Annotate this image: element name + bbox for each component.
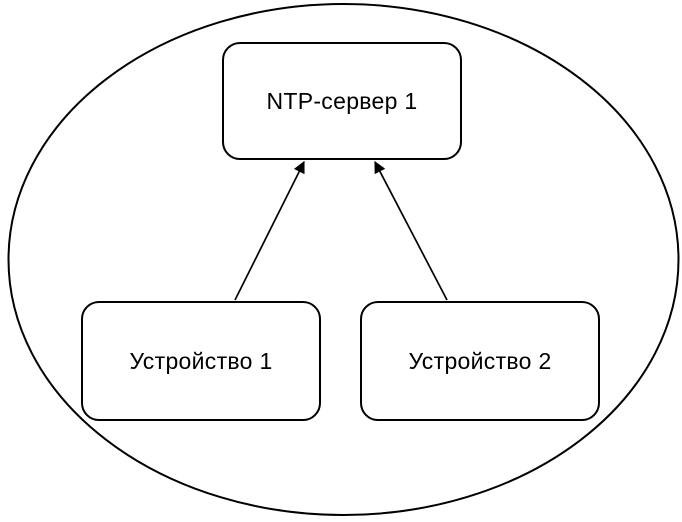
node-ntp-server-1: NTP-сервер 1 — [222, 42, 462, 160]
node-device-1: Устройство 1 — [81, 301, 321, 421]
node-ntp-server-1-label: NTP-сервер 1 — [266, 87, 418, 114]
node-device-1-label: Устройство 1 — [129, 347, 273, 374]
node-device-2: Устройство 2 — [360, 301, 600, 421]
node-device-2-label: Устройство 2 — [408, 347, 552, 374]
boundary-ellipse — [7, 3, 680, 516]
edge-device1-to-server — [234, 160, 305, 301]
edge-device2-to-server — [374, 160, 448, 301]
